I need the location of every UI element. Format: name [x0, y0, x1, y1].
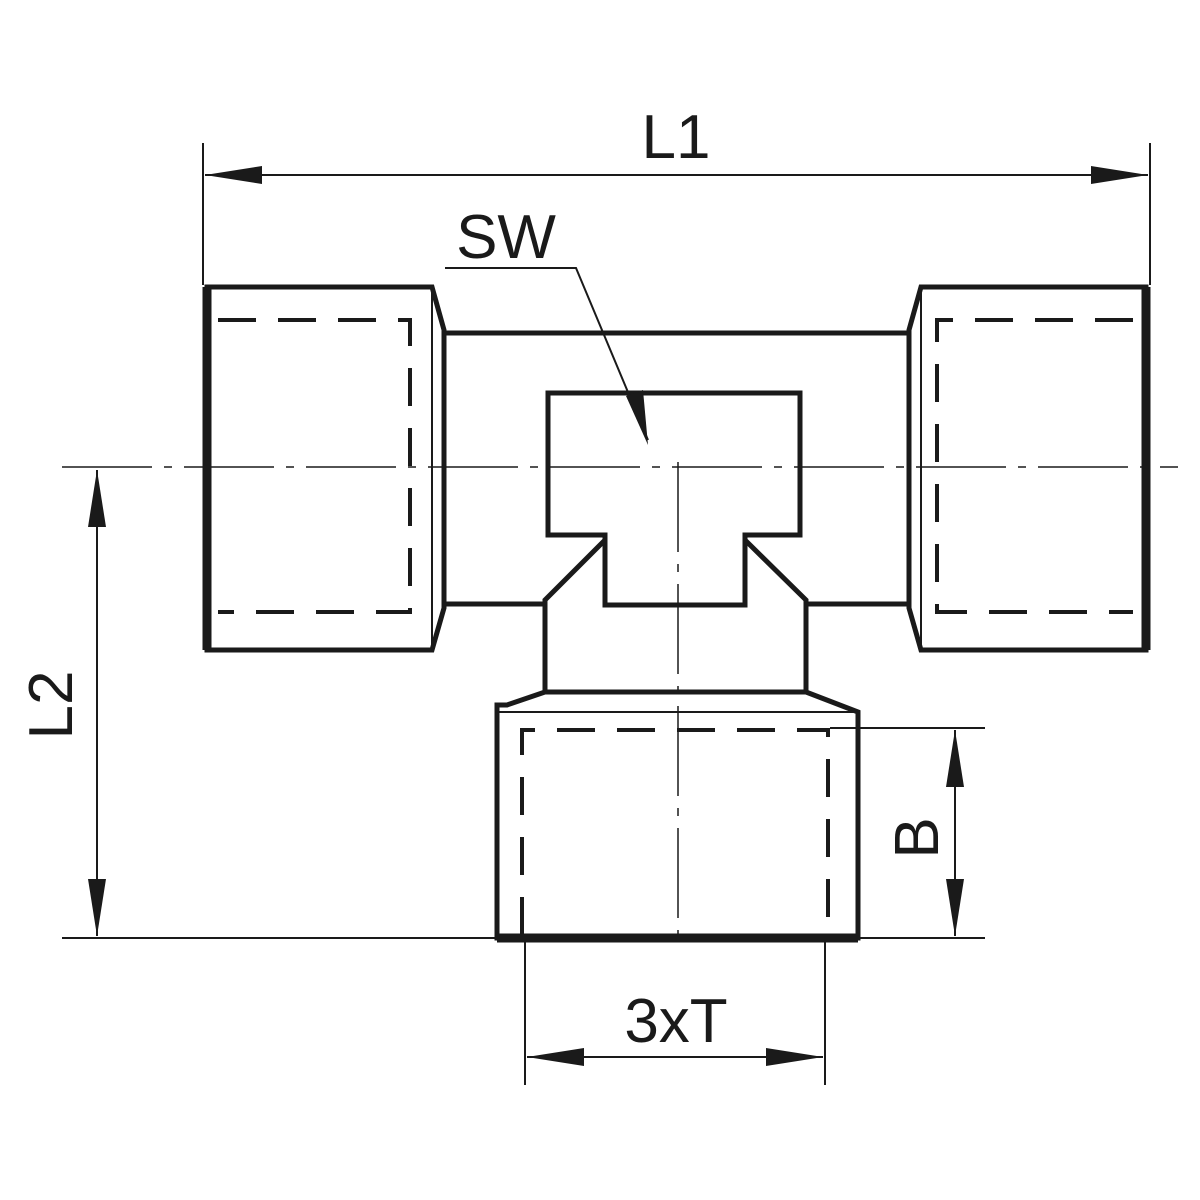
thread-label: 3xT: [624, 987, 727, 1056]
b-dimension: [830, 727, 985, 939]
l1-label: L1: [642, 103, 711, 172]
thread-dimension: [524, 940, 826, 1085]
l2-label: L2: [17, 671, 86, 740]
right-nut: [906, 284, 1151, 653]
l1-dimension: [202, 143, 1151, 285]
wrench-flat-window: [545, 390, 803, 608]
l2-dimension: [62, 470, 497, 939]
sw-label: SW: [456, 203, 556, 272]
left-nut: [202, 284, 447, 653]
sw-leader: [445, 267, 649, 445]
b-label: B: [883, 817, 952, 858]
tee-body: [444, 330, 909, 695]
